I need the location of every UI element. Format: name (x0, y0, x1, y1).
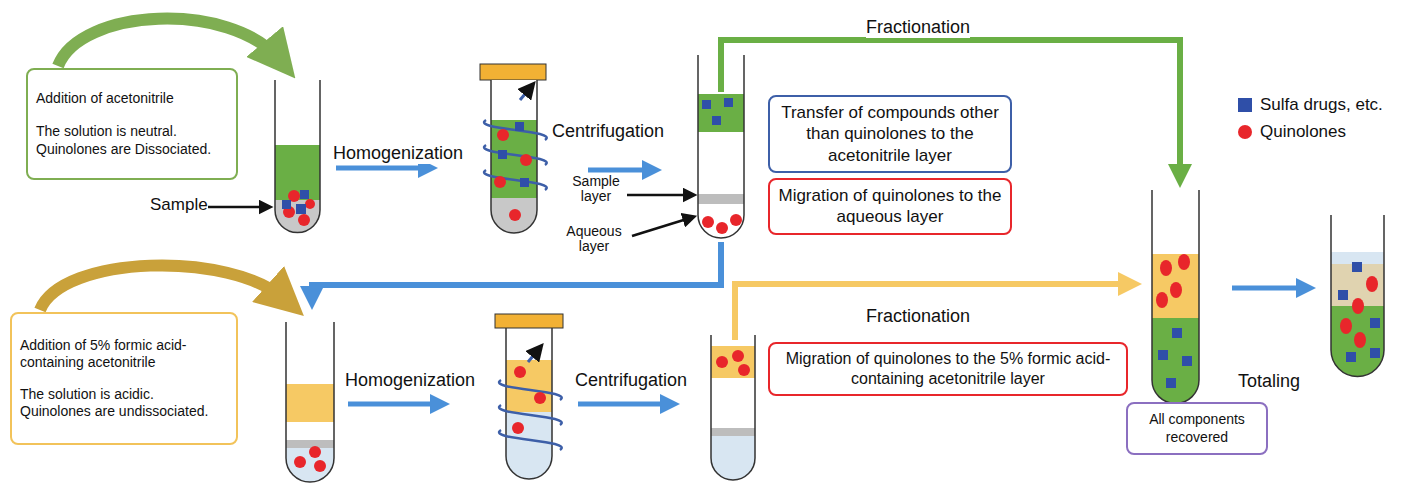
result-text: All components recovered (1136, 411, 1258, 446)
step-label: Centrifugation (552, 122, 664, 142)
process-box: Addition of 5% formic acid-containing ac… (10, 312, 238, 445)
legend-swatch (1238, 98, 1252, 112)
step-label: Fractionation (866, 307, 970, 327)
part-label: Sample layer (568, 174, 624, 205)
result-box: Transfer of compounds other than quinolo… (768, 95, 1012, 173)
legend-text: Sulfa drugs, etc. (1260, 95, 1383, 115)
result-text: Migration of quinolones to the 5% formic… (778, 349, 1118, 389)
result-box: All components recovered (1126, 402, 1268, 455)
step-label: Homogenization (345, 371, 475, 391)
step-label: Fractionation (866, 18, 970, 38)
step-note: The solution is acidic. Quinolones are u… (20, 386, 228, 421)
result-text: Migration of quinolones to the aqueous l… (778, 185, 1002, 228)
step-label: Totaling (1238, 372, 1300, 392)
result-box: Migration of quinolones to the aqueous l… (768, 178, 1012, 235)
part-label: Aqueous layer (563, 224, 625, 255)
process-box: Addition of acetonitrileThe solution is … (26, 68, 238, 180)
legend-text: Quinolones (1260, 122, 1346, 142)
legend-swatch (1238, 125, 1252, 139)
step-heading: Addition of acetonitrile (36, 90, 228, 108)
result-box: Migration of quinolones to the 5% formic… (768, 342, 1128, 396)
result-text: Transfer of compounds other than quinolo… (778, 102, 1002, 166)
part-label: Sample (150, 196, 208, 215)
step-note: The solution is neutral. Quinolones are … (36, 123, 228, 158)
step-label: Centrifugation (575, 371, 687, 391)
step-heading: Addition of 5% formic acid-containing ac… (20, 337, 228, 372)
step-label: Homogenization (333, 144, 463, 164)
